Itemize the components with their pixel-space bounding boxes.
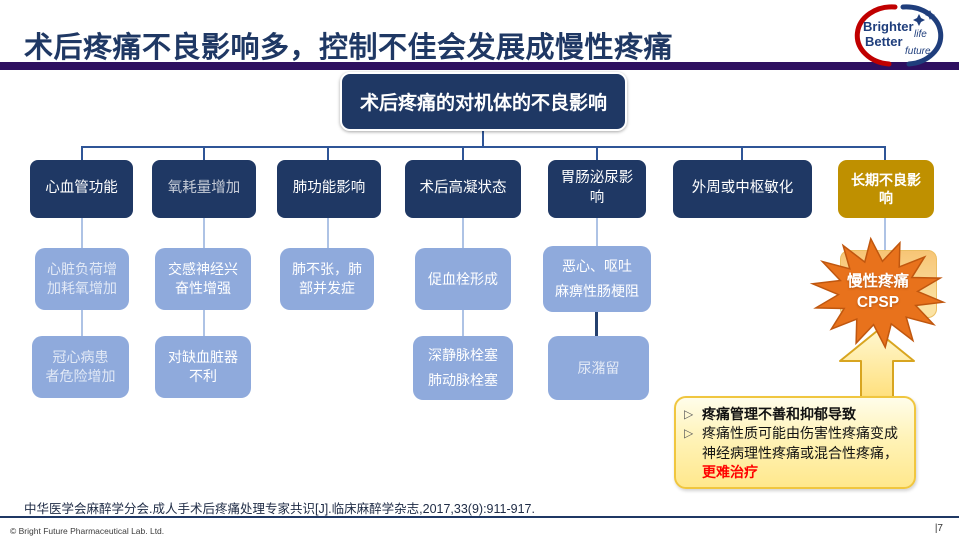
callout-text-main: 疼痛性质可能由伤害性疼痛变成神经病理性疼痛或混合性疼痛，: [702, 425, 898, 461]
diagram-root-box: 术后疼痛的对机体的不良影响: [340, 72, 627, 131]
node-coronary-risk: 冠心病患 者危险增加: [32, 336, 129, 398]
node-nausea-vomiting: 恶心、呕吐 麻痹性肠梗阻: [543, 246, 651, 312]
connector-line: [741, 146, 743, 160]
callout-text: 疼痛管理不善和抑郁导致: [702, 405, 856, 424]
logo-word-future: future: [905, 46, 931, 57]
node-label: 深静脉栓塞 肺动脉栓塞: [428, 346, 498, 388]
node-label: 心血管功能: [45, 180, 118, 197]
node-long-term: 长期不良影 响: [838, 160, 934, 218]
node-label: 尿潴留: [577, 359, 620, 376]
connector-line: [327, 218, 329, 248]
arrowhead-bullet-icon: ▷: [684, 426, 694, 441]
connector-line: [595, 312, 598, 336]
connector-line: [884, 218, 886, 250]
reference-citation: 中华医学会麻醉学分会.成人手术后疼痛处理专家共识[J].临床麻醉学杂志,2017…: [24, 502, 535, 516]
footer-copyright: © Bright Future Pharmaceutical Lab. Ltd.: [10, 526, 165, 536]
node-ischemic-organ: 对缺血脏器 不利: [155, 336, 251, 398]
node-lung-function: 肺功能影响: [277, 160, 381, 218]
node-label: 恶心、呕吐 麻痹性肠梗阻: [555, 257, 639, 299]
connector-line: [596, 146, 598, 160]
node-thrombosis-promotion: 促血栓形成: [415, 248, 511, 310]
node-label: 肺不张，肺 部并发症: [292, 261, 362, 296]
logo-word-brighter: Brighter: [863, 19, 914, 34]
node-label: 心脏负荷增 加耗氧增加: [47, 261, 117, 296]
connector-line: [203, 146, 205, 160]
logo-red-arc: [854, 4, 898, 67]
logo-word-life: life: [914, 29, 927, 40]
starburst-shape: [809, 236, 947, 350]
star-icon: [913, 14, 925, 26]
callout-text: 疼痛性质可能由伤害性疼痛变成神经病理性疼痛或混合性疼痛， 更难治疗: [702, 424, 906, 482]
callout-text-main: 疼痛管理不善和抑郁导致: [702, 406, 856, 422]
node-label: 促血栓形成: [428, 270, 498, 287]
connector-line: [884, 146, 886, 160]
node-label: 对缺血脏器 不利: [168, 349, 238, 384]
starburst-icon: [809, 236, 947, 350]
node-cardiovascular: 心血管功能: [30, 160, 133, 218]
node-urinary-retention: 尿潴留: [548, 336, 649, 400]
company-logo: Brighter life Better future: [831, 4, 949, 68]
logo-graphic: Brighter life Better future: [854, 4, 944, 67]
star-icon: [925, 10, 935, 20]
node-label: 术后高凝状态: [419, 180, 507, 197]
connector-line: [462, 308, 464, 336]
node-label: 胃肠泌尿影 响: [560, 170, 634, 206]
logo-word-better: Better: [865, 34, 903, 49]
connector-line: [81, 218, 83, 248]
node-vein-embolism: 深静脉栓塞 肺动脉栓塞: [413, 336, 513, 400]
diagram-root-label: 术后疼痛的对机体的不良影响: [359, 93, 607, 114]
node-cardiac-load: 心脏负荷增 加耗氧增加: [35, 248, 129, 310]
connector-line: [82, 146, 886, 148]
callout-box: ▷ 疼痛管理不善和抑郁导致 ▷ 疼痛性质可能由伤害性疼痛变成神经病理性疼痛或混合…: [674, 396, 916, 489]
node-label: 肺功能影响: [292, 180, 366, 197]
node-sympathetic-excitability: 交感神经兴 奋性增强: [155, 248, 251, 310]
node-gi-urinary: 胃肠泌尿影 响: [548, 160, 646, 218]
connector-line: [327, 146, 329, 160]
node-label: 长期不良影 响: [851, 171, 921, 206]
connector-line: [596, 218, 598, 246]
node-label: 冠心病患 者危险增加: [45, 349, 116, 384]
chronic-pain-label: 慢性疼痛 CPSP: [846, 273, 909, 311]
callout-text-emphasis: 更难治疗: [702, 463, 758, 480]
node-oxygen-consumption: 氧耗量增加: [152, 160, 256, 218]
footer-divider-bar: [0, 516, 959, 518]
node-atelectasis: 肺不张，肺 部并发症: [280, 248, 374, 310]
node-hypercoagulable-state: 术后高凝状态: [405, 160, 521, 218]
connector-line: [482, 131, 484, 146]
connector-line: [203, 218, 205, 248]
node-sensitization: 外周或中枢敏化: [673, 160, 812, 218]
logo-blue-arc: [900, 4, 944, 67]
title-divider-bar: [0, 62, 959, 70]
page-number: |7: [934, 523, 943, 534]
arrowhead-bullet-icon: ▷: [684, 407, 694, 421]
connector-line: [81, 310, 83, 336]
node-label: 交感神经兴 奋性增强: [168, 261, 238, 296]
connector-line: [462, 146, 464, 160]
connector-line: [462, 218, 464, 248]
connector-line: [81, 146, 83, 160]
connector-line: [203, 310, 205, 336]
callout-bullet: ▷ 疼痛性质可能由伤害性疼痛变成神经病理性疼痛或混合性疼痛， 更难治疗: [684, 424, 906, 482]
node-label: 氧耗量增加: [167, 180, 241, 197]
callout-bullet: ▷ 疼痛管理不善和抑郁导致: [684, 405, 906, 424]
slide-title: 术后疼痛不良影响多，控制不佳会发展成慢性疼痛: [24, 32, 674, 64]
node-label: 外周或中枢敏化: [691, 180, 794, 197]
